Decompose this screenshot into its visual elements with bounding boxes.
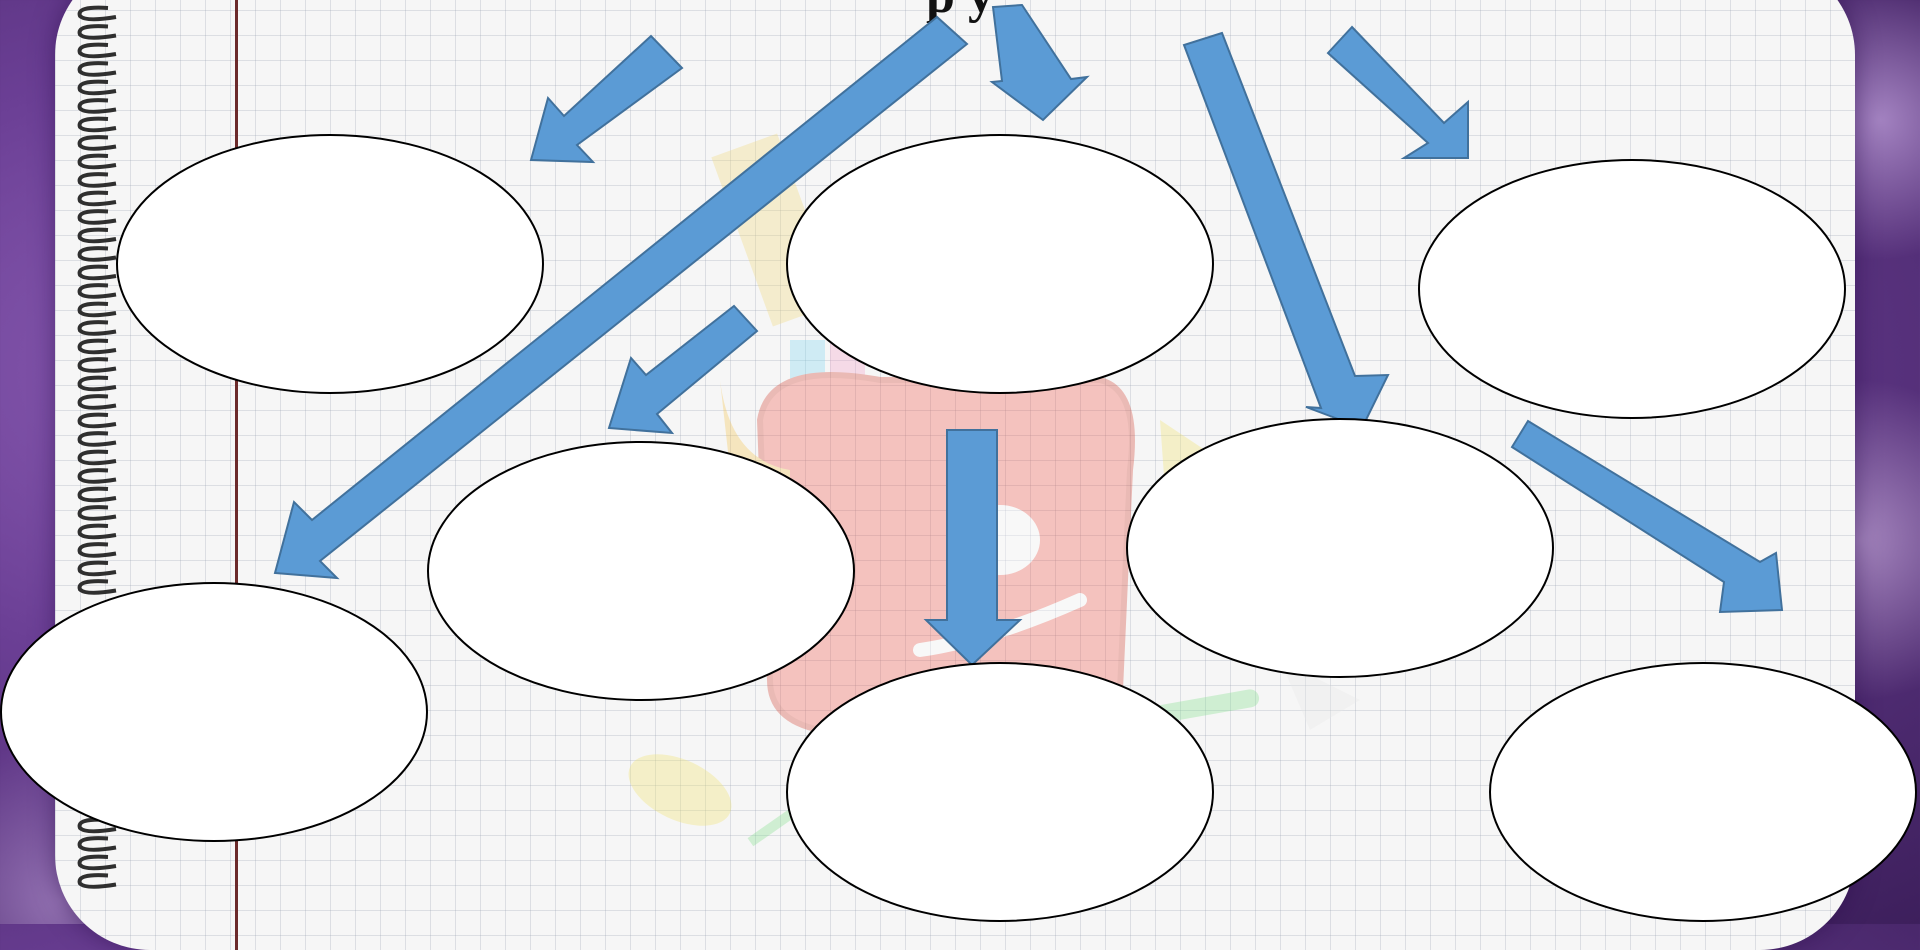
arrow-to-top-left	[531, 36, 682, 162]
bubble-top-center	[787, 135, 1213, 393]
bubble-bottom-right	[1490, 663, 1916, 921]
bubble-bottom-center	[787, 663, 1213, 921]
bubble-middle-left	[428, 442, 854, 700]
bubble-top-right	[1419, 160, 1845, 418]
bubble-middle-right	[1127, 419, 1553, 677]
arrow-to-middle-left	[609, 306, 757, 433]
arrow-to-bottom-center	[926, 430, 1020, 665]
arrow-to-top-center	[992, 5, 1087, 120]
bubble-top-left	[117, 135, 543, 393]
arrow-to-middle-right	[1184, 33, 1388, 428]
arrow-to-top-right	[1328, 27, 1468, 158]
bubble-bottom-left	[1, 583, 427, 841]
mind-map-diagram	[0, 0, 1920, 924]
arrow-to-bottom-right	[1512, 421, 1782, 612]
